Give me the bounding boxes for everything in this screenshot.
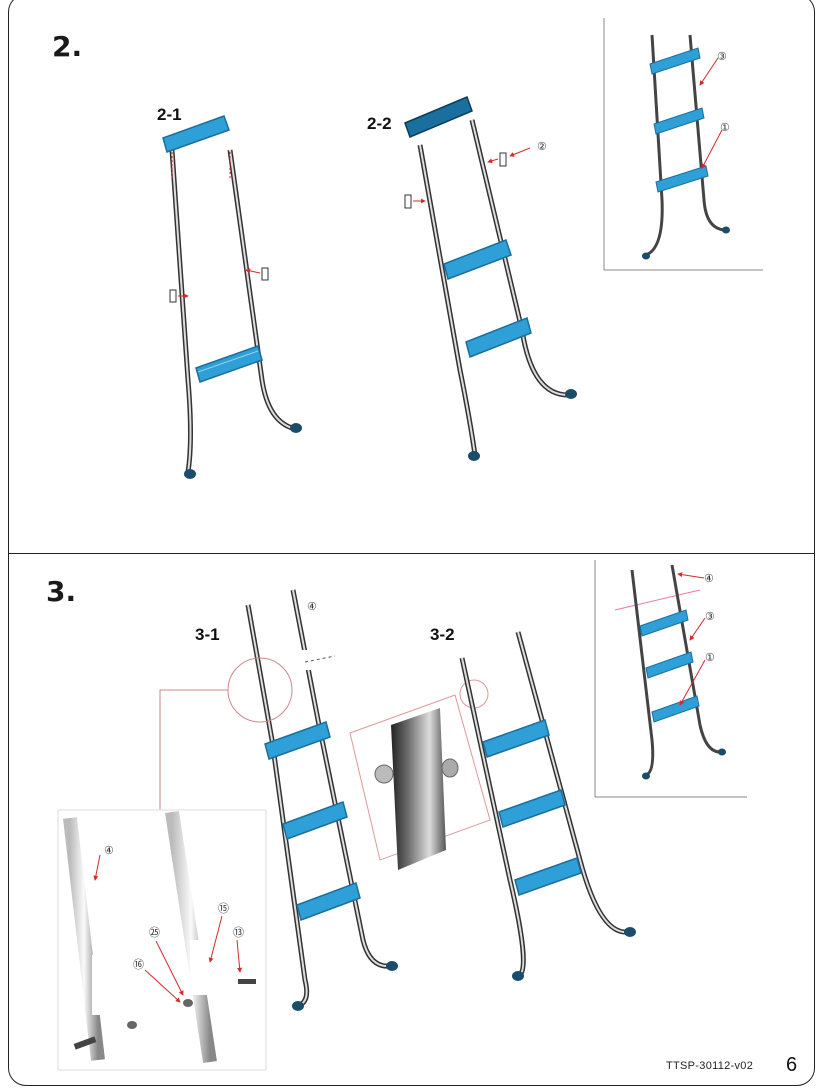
step-tread xyxy=(498,789,566,828)
sub-step-3-2-label: 3-2 xyxy=(430,625,455,644)
step-tread xyxy=(465,316,532,359)
spacer-part xyxy=(499,152,507,167)
ladder-3-1: ④ xyxy=(159,589,398,1011)
callout-25: ㉕ xyxy=(149,926,160,939)
sub-step-3-1-label: 3-1 xyxy=(195,625,220,644)
foot-cap xyxy=(565,389,577,399)
foot-cap xyxy=(468,451,480,461)
foot-cap xyxy=(290,423,302,433)
washer-part xyxy=(183,999,193,1007)
foot-cap xyxy=(624,927,636,937)
step-tread xyxy=(264,721,331,760)
callout-15: ⑮ xyxy=(218,902,229,915)
document-code: TTSP-30112-v02 xyxy=(666,1060,754,1072)
spacer-part xyxy=(404,194,412,209)
detail-panel-3-1: ④ ⑮ ⑬ ㉕ ⑯ xyxy=(57,809,267,1071)
bolt-part xyxy=(73,1036,97,1050)
step-tread xyxy=(443,239,512,280)
spacer-part xyxy=(169,289,177,303)
step-tread xyxy=(282,801,348,840)
sub-step-2-2-label: 2-2 xyxy=(367,114,392,133)
washer-part xyxy=(127,1021,137,1029)
ladder-2-2: ② xyxy=(404,96,577,461)
step-tread xyxy=(514,857,582,896)
callout-13: ⑬ xyxy=(233,926,244,939)
callout-4: ④ xyxy=(704,572,714,585)
step-tread xyxy=(482,719,550,758)
callout-1: ① xyxy=(705,651,715,664)
reference-inset-2: ③ ① xyxy=(603,18,763,271)
foot-cap xyxy=(292,1001,304,1011)
ladder-2-1 xyxy=(162,115,302,479)
top-cap-step xyxy=(404,96,473,138)
foot-cap xyxy=(386,961,398,971)
callout-2: ② xyxy=(537,140,547,153)
section-divider xyxy=(8,553,815,554)
callout-4: ④ xyxy=(307,600,317,613)
callout-1: ① xyxy=(720,121,730,134)
ladder-3-2 xyxy=(459,631,636,981)
spacer-part xyxy=(261,267,269,281)
sub-step-2-1-label: 2-1 xyxy=(157,105,182,124)
foot-cap xyxy=(512,971,524,981)
tube-closeup xyxy=(349,679,491,870)
page-frame xyxy=(8,0,815,1086)
reference-inset-3: ④ ③ ① xyxy=(594,560,747,798)
step-tread xyxy=(195,345,263,383)
step-3-number: 3. xyxy=(46,575,77,608)
step-2-number: 2. xyxy=(52,30,83,63)
callout-3: ③ xyxy=(705,610,715,623)
bolt-part xyxy=(238,979,256,984)
top-cap-step xyxy=(162,115,230,153)
callout-3: ③ xyxy=(717,50,727,63)
step-tread xyxy=(296,882,361,921)
callout-4: ④ xyxy=(104,844,114,857)
page-number: 6 xyxy=(786,1054,798,1076)
foot-cap xyxy=(184,469,196,479)
callout-16: ⑯ xyxy=(133,958,144,971)
